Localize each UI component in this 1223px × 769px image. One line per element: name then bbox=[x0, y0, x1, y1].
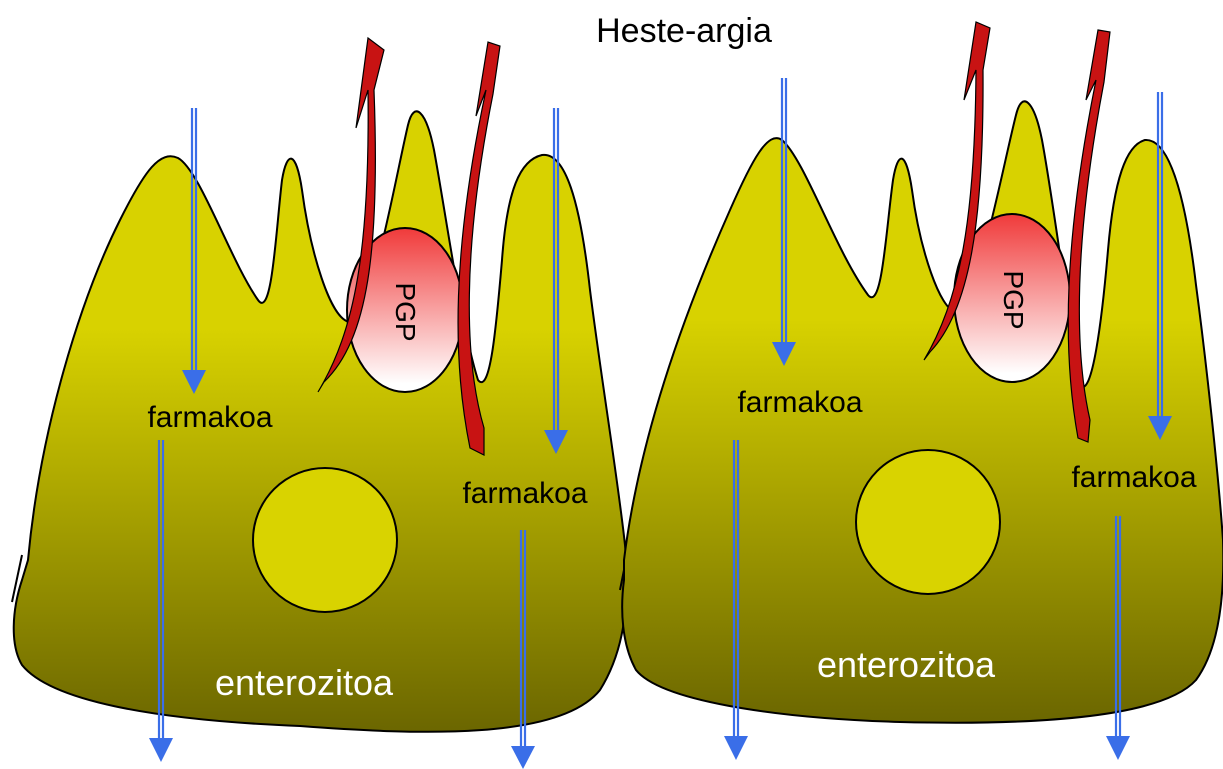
cell-label: enterozitoa bbox=[215, 662, 394, 703]
pgp-label: PGP bbox=[998, 270, 1029, 329]
drug-label: farmakoa bbox=[1071, 461, 1196, 494]
cell-left: PGP farmakoa farmakoa enterozitoa bbox=[12, 38, 627, 769]
nucleus bbox=[856, 450, 1000, 594]
drug-label: farmakoa bbox=[737, 386, 862, 419]
cell-label: enterozitoa bbox=[817, 644, 996, 685]
cell-right: PGP farmakoa farmakoa enterozitoa bbox=[620, 22, 1223, 760]
pgp-label: PGP bbox=[390, 282, 421, 341]
nucleus bbox=[253, 468, 397, 612]
drug-label: farmakoa bbox=[147, 401, 272, 434]
diagram-title: Heste-argia bbox=[596, 12, 772, 50]
drug-label: farmakoa bbox=[462, 477, 587, 510]
cell-body bbox=[14, 111, 627, 731]
cell-body bbox=[622, 101, 1223, 722]
